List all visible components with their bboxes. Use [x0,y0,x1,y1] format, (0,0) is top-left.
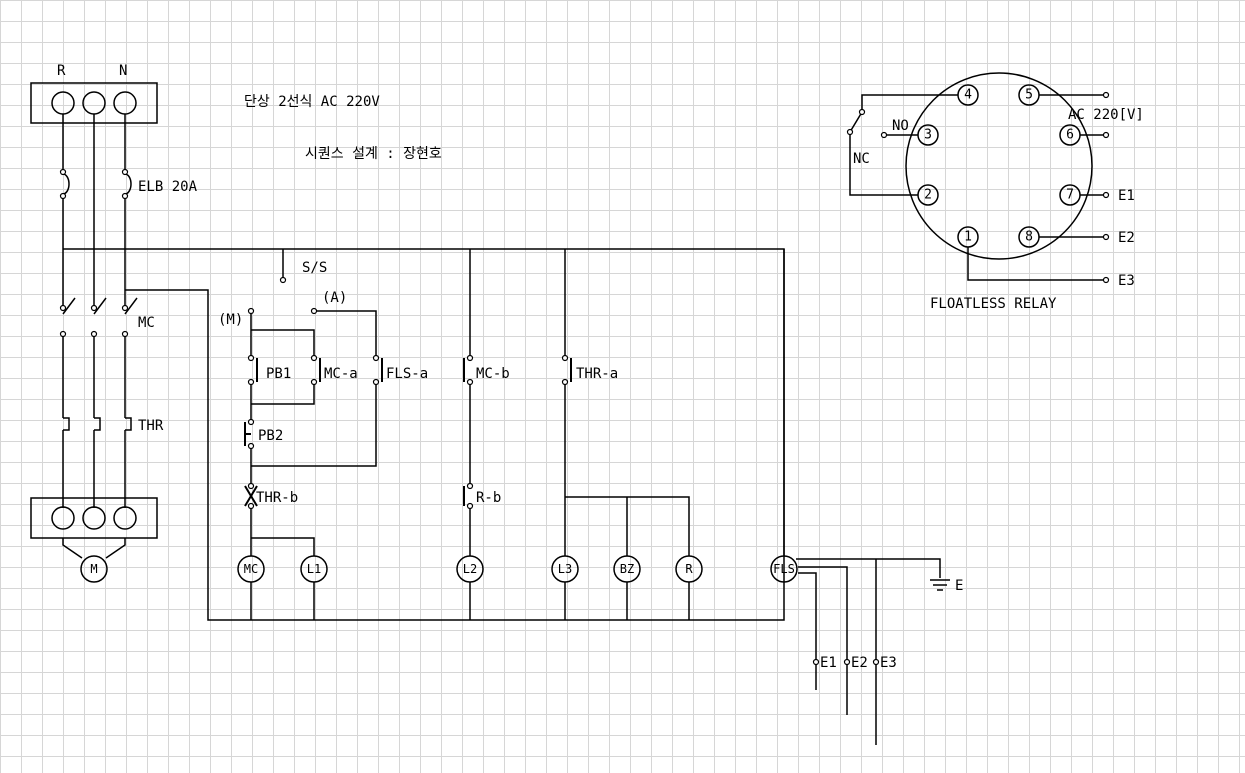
relay-r: R [685,562,693,576]
lamp-l2: L2 [463,562,477,576]
electrode-e1-label: E1 [820,655,837,671]
electrode-e3-label: E3 [880,655,897,671]
relay-title: FLOATLESS RELAY [930,296,1057,312]
relay-terminal-dots [846,91,1110,284]
relay-pin-8: 8 [1025,230,1033,245]
breaker-dots [59,168,129,338]
relay-pin-5: 5 [1025,88,1033,103]
control-wiring [63,248,950,745]
title-text: 단상 2선식 AC 220V [244,94,380,110]
relay-e2-label: E2 [1118,230,1135,246]
relay-pin-1: 1 [964,230,972,245]
thr-main-label: THR [138,418,164,434]
r-b-label: R-b [476,490,501,506]
fls-a-label: FLS-a [386,366,428,382]
relay-supply-label: AC 220[V] [1068,107,1144,123]
pb2-label: PB2 [258,428,283,444]
thr-a-label: THR-a [576,366,618,382]
contacts [244,358,572,507]
ss-label: S/S [302,260,327,276]
terminal-n-label: N [119,63,127,79]
relay-pin-7: 7 [1066,188,1074,203]
lamp-l3: L3 [558,562,572,576]
coil-fls: FLS [773,562,795,576]
buzzer-bz: BZ [620,562,634,576]
lamp-l1: L1 [307,562,321,576]
thr-b-label: THR-b [256,490,298,506]
a-mark-label: (A) [322,290,347,306]
terminal-r-label: R [57,63,66,79]
relay-pin-3: 3 [924,128,932,143]
motor-label: M [90,562,97,576]
relay-pin-2: 2 [924,188,932,203]
relay-e3-label: E3 [1118,273,1135,289]
elb-label: ELB 20A [138,179,198,195]
ground-label: E [955,578,963,594]
coil-mc: MC [244,562,258,576]
electrode-e2-label: E2 [851,655,868,671]
relay-pin-4: 4 [964,88,972,103]
coil-circles [237,555,798,583]
mc-main-label: MC [138,315,155,331]
relay-no-label: NO [892,118,909,134]
floatless-relay-body [849,72,1106,281]
motor-terminal-block [30,497,158,583]
relay-e1-label: E1 [1118,188,1135,204]
pb1-label: PB1 [266,366,291,382]
relay-nc-label: NC [853,151,870,167]
mc-a-label: MC-a [324,366,358,382]
contact-dots [247,276,880,666]
mc-b-label: MC-b [476,366,510,382]
m-mark-label: (M) [218,312,243,328]
relay-pin-6: 6 [1066,128,1074,143]
designer-text: 시퀀스 설계 : 장현호 [305,146,442,162]
